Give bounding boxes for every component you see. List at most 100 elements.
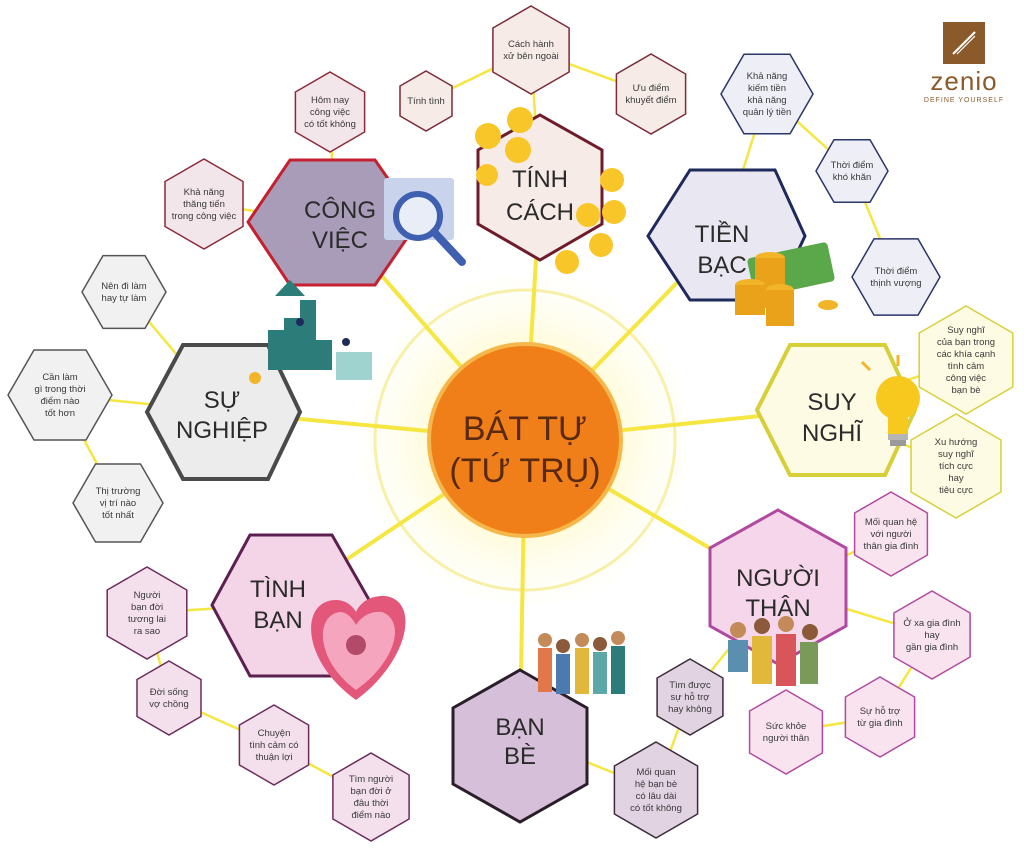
leaf-label: người thân bbox=[763, 733, 809, 744]
tien-bac-line2: BẠC bbox=[697, 252, 746, 279]
leaf-hexagon bbox=[72, 463, 164, 543]
nguoi-than-line2: THÂN bbox=[745, 595, 810, 622]
ban-be-line1: BẠN bbox=[495, 714, 544, 741]
leaf-label: Ở xa gia đình bbox=[903, 617, 960, 629]
leaf-label: trong công việc bbox=[172, 211, 237, 222]
leaf-hexagon bbox=[492, 5, 570, 95]
leaf-label: thuận lợi bbox=[256, 752, 293, 763]
leaf-hexagon bbox=[106, 566, 188, 660]
leaf-label: Hôm nay bbox=[311, 95, 349, 106]
su-nghiep-line2: NGHIỆP bbox=[176, 417, 268, 444]
leaf-label: Đời sống bbox=[150, 687, 188, 698]
leaf-hexagon bbox=[615, 53, 687, 135]
node-nguoi-than: NGƯỜI THÂN bbox=[708, 508, 848, 686]
center-title-line2: (TỨ TRỤ) bbox=[449, 452, 600, 490]
leaf-label: Cách hành bbox=[508, 39, 554, 50]
node-suy-nghi: SUY NGHĨ bbox=[754, 343, 934, 477]
leaf-label: kiếm tiền bbox=[748, 83, 786, 94]
friends-group-icon bbox=[538, 631, 625, 694]
leaf-hexagon bbox=[851, 238, 941, 316]
leaf-hexagon bbox=[7, 349, 113, 441]
leaf-hexagon bbox=[136, 660, 202, 736]
center-title-line1: BÁT TỰ bbox=[463, 410, 587, 448]
leaf-label: Tìm người bbox=[349, 774, 393, 785]
leaf-label: vị trí nào bbox=[100, 498, 136, 509]
leaf-label: có tốt không bbox=[630, 803, 682, 814]
su-nghiep-line1: SỰ bbox=[204, 387, 241, 414]
leaf-hexagon bbox=[815, 139, 889, 203]
leaf-label: đâu thời bbox=[354, 798, 389, 809]
leaf-label: gần gia đình bbox=[906, 642, 958, 653]
tien-bac-line1: TIỀN bbox=[695, 220, 750, 248]
leaf-label: khả năng bbox=[747, 95, 786, 106]
node-su-nghiep: SỰ NGHIỆP bbox=[144, 280, 372, 481]
leaf-label: hay bbox=[948, 473, 964, 484]
leaf-label: các khía cạnh bbox=[937, 349, 996, 360]
leaf-hexagon bbox=[238, 704, 310, 786]
leaf-label: điểm nào bbox=[40, 396, 79, 407]
leaf-label: Tìm được bbox=[669, 680, 711, 691]
leaf-label: điểm nào bbox=[351, 810, 390, 821]
lightbulb-icon bbox=[860, 355, 934, 446]
leaf-hexagon bbox=[81, 254, 167, 330]
leaf-label: thăng tiến bbox=[183, 199, 225, 210]
leaf-label: bạn đời bbox=[131, 602, 163, 613]
money-icon bbox=[735, 242, 838, 326]
heart-icon bbox=[311, 595, 406, 700]
leaf-label: có tốt không bbox=[304, 119, 356, 130]
leaf-hexagon bbox=[853, 491, 929, 577]
leaf-label: công việc bbox=[310, 107, 350, 118]
ban-be-line2: BÈ bbox=[504, 743, 536, 770]
leaf-hexagon bbox=[656, 658, 724, 736]
leaf-label: tốt hơn bbox=[45, 408, 75, 419]
leaf-hexagon bbox=[918, 305, 1014, 415]
leaf-label: khuyết điểm bbox=[625, 95, 676, 106]
node-tinh-ban: TÌNH BẠN bbox=[210, 533, 406, 700]
leaf-hexagon bbox=[294, 71, 366, 153]
cong-viec-line1: CÔNG bbox=[304, 196, 376, 224]
leaf-label: từ gia đình bbox=[857, 718, 902, 729]
leaf-node-tinh-tinh: Tính tình bbox=[399, 70, 453, 132]
leaf-hexagon bbox=[910, 413, 1002, 519]
leaf-label: Nên đi làm bbox=[101, 281, 146, 292]
leaf-label: Khả năng bbox=[184, 187, 225, 198]
node-ban-be: BẠN BÈ bbox=[451, 631, 625, 824]
leaf-label: công việc bbox=[946, 373, 986, 384]
leaf-hexagon bbox=[332, 752, 410, 842]
leaf-label: hay không bbox=[668, 704, 712, 715]
leaf-label: xử bên ngoài bbox=[503, 51, 558, 62]
leaf-label: Chuyện bbox=[258, 728, 291, 739]
leaf-label: Thời điểm bbox=[875, 266, 918, 277]
leaf-label: quản lý tiền bbox=[743, 107, 792, 118]
leaf-label: suy nghĩ bbox=[938, 449, 974, 460]
leaf-hexagon bbox=[748, 689, 824, 775]
career-stairs-icon bbox=[249, 280, 372, 384]
leaf-label: tương lai bbox=[128, 614, 166, 625]
magnifier-icon bbox=[384, 178, 466, 266]
leaf-label: Mối quan hệ bbox=[865, 517, 917, 528]
center-node: BÁT TỰ (TỨ TRỤ) bbox=[427, 342, 623, 538]
zenio-brand: zenio bbox=[930, 66, 998, 96]
zenio-logo: zenio DEFINE YOURSELF bbox=[918, 22, 1010, 112]
leaf-label: hay tự làm bbox=[102, 293, 147, 304]
tinh-cach-line2: CÁCH bbox=[506, 199, 574, 226]
leaf-label: khó khăn bbox=[833, 172, 872, 183]
